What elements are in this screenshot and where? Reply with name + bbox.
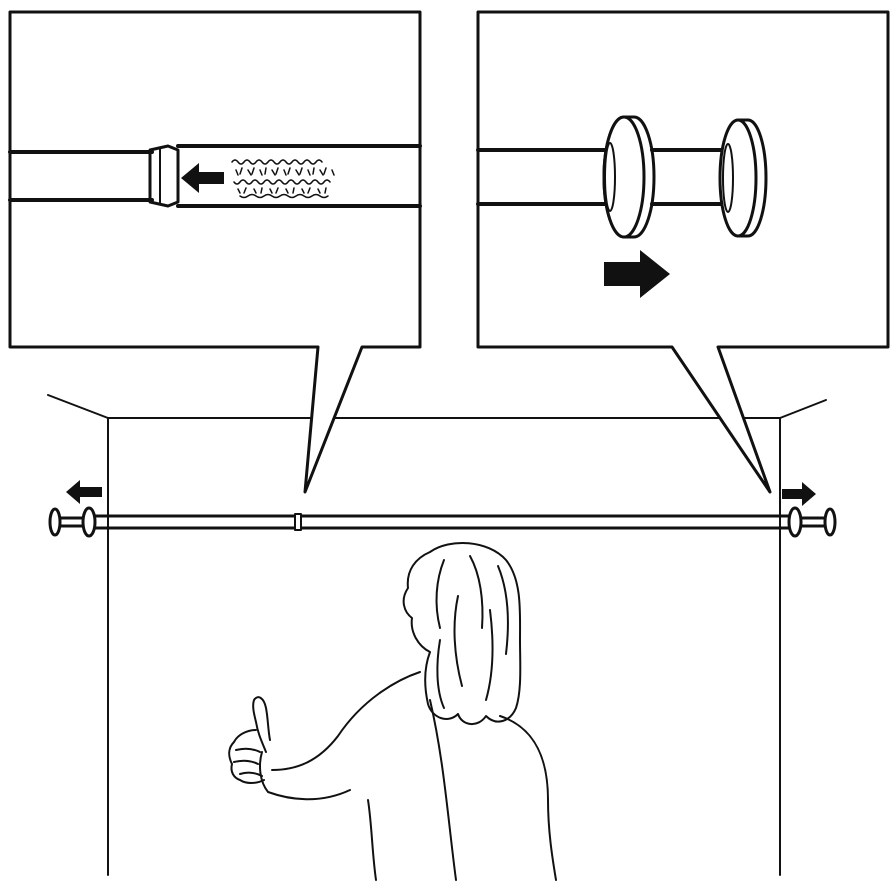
person-figure	[228, 542, 557, 881]
left-callout	[8, 10, 422, 494]
wall-recess	[47, 394, 827, 876]
callout-rod-thick-section	[176, 144, 422, 208]
right-callout	[476, 10, 890, 494]
push-left-arrow-icon	[181, 163, 224, 193]
rod-joint-collar	[148, 144, 180, 208]
person-hand-thumbs-up	[252, 696, 271, 753]
callout-rod-end-section	[476, 148, 607, 206]
curtain-rod	[48, 506, 837, 538]
push-right-arrow-icon	[604, 250, 670, 298]
rod-joint-marker	[294, 513, 302, 531]
end-cap-outer-finial	[718, 118, 768, 238]
end-cap-inner	[602, 115, 656, 239]
rod-left-end	[48, 506, 97, 538]
callout-rod-thin-section	[8, 150, 154, 202]
grip-texture-marks	[231, 159, 335, 199]
rod-right-end	[787, 506, 837, 538]
person-hair	[402, 542, 522, 725]
person-torso	[271, 671, 421, 771]
callout-rod-stub	[650, 148, 734, 206]
rod-extend-right-arrow-icon	[782, 482, 816, 506]
rod-extend-left-arrow-icon	[66, 480, 102, 504]
